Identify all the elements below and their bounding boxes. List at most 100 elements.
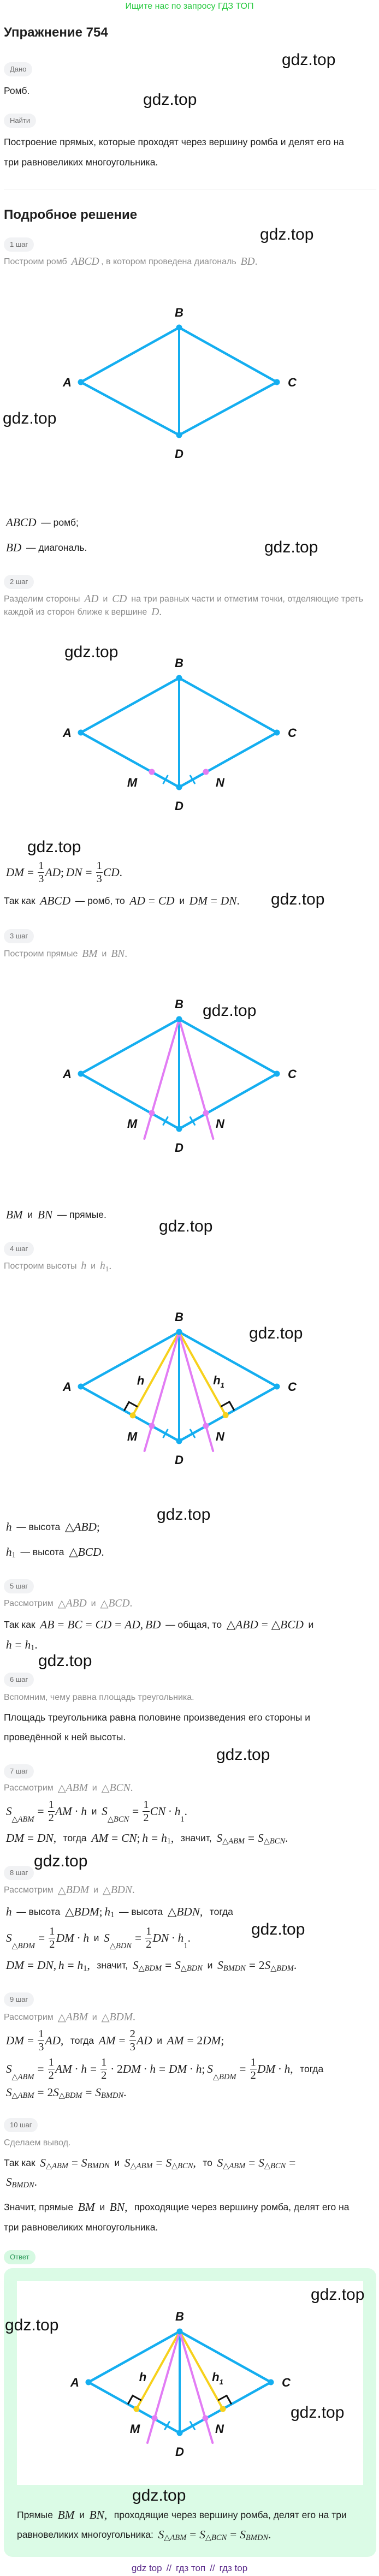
side-da bbox=[79, 1385, 181, 1443]
math-symbol: D bbox=[98, 2161, 105, 2170]
label-c: C bbox=[288, 376, 297, 389]
text-run: Так как bbox=[4, 2157, 38, 2168]
text-run: — высота bbox=[14, 1521, 63, 1532]
height-h1 bbox=[178, 1331, 227, 1417]
math-symbol: . bbox=[254, 256, 258, 267]
watermark: gdz.top bbox=[216, 1746, 270, 1764]
side-bc bbox=[177, 326, 279, 384]
math-symbol: S bbox=[217, 1958, 223, 1972]
math-symbol: 1 bbox=[31, 1643, 35, 1652]
math-symbol: M bbox=[14, 1831, 25, 1845]
math-symbol: N bbox=[157, 1804, 166, 1818]
math-symbol: △ bbox=[263, 1836, 270, 1846]
math-symbol: △ bbox=[11, 2091, 18, 2100]
math-symbol: M bbox=[131, 2062, 141, 2075]
math-symbol: h bbox=[5, 1638, 12, 1651]
footer-link[interactable]: гдз top bbox=[219, 2563, 248, 2573]
right-angle-mark bbox=[217, 2394, 233, 2405]
math-symbol: D bbox=[117, 1884, 125, 1896]
math-symbol: B bbox=[223, 1964, 228, 1973]
point-b bbox=[176, 1016, 182, 1022]
watermark: gdz.top bbox=[159, 1217, 213, 1235]
math-symbol: N bbox=[28, 2180, 34, 2190]
math-symbol: M bbox=[228, 1964, 235, 1973]
math-symbol: 2 bbox=[250, 2069, 256, 2081]
math-symbol: B bbox=[78, 256, 85, 267]
math-symbol: C bbox=[116, 1782, 123, 1794]
math-symbol: C bbox=[118, 1814, 124, 1824]
math-symbol: N bbox=[45, 1831, 54, 1845]
line-bn bbox=[178, 1018, 215, 1140]
height-label-h: h bbox=[137, 1373, 144, 1387]
search-banner[interactable]: Ищите нас по запросу ГДЗ ТОП bbox=[125, 2, 254, 11]
math-symbol: D bbox=[119, 593, 127, 605]
math-symbol: D bbox=[28, 515, 37, 529]
find-text-line: три равновеликих многоугольника. bbox=[4, 156, 158, 168]
subscript: 1 bbox=[110, 1911, 114, 1920]
math-symbol: , bbox=[199, 1905, 203, 1918]
math-symbol: S bbox=[216, 1831, 223, 1845]
subscript: 1 bbox=[167, 1837, 171, 1846]
math-symbol: h bbox=[196, 2062, 202, 2075]
math-symbol: D bbox=[247, 256, 255, 267]
math-symbol: = bbox=[119, 2033, 126, 2047]
subscript: 1 bbox=[12, 1551, 16, 1560]
math-symbol: 1 bbox=[146, 1925, 152, 1938]
footer-link[interactable]: гдз топ bbox=[176, 2563, 206, 2573]
math-symbol: A bbox=[17, 2091, 23, 2100]
text-run: Разделим стороны bbox=[4, 594, 82, 604]
label-m: M bbox=[127, 1430, 138, 1443]
math-symbol: B bbox=[144, 1964, 150, 1973]
math-symbol: D bbox=[223, 2072, 230, 2081]
math-symbol: . bbox=[293, 1958, 297, 1972]
label-a: A bbox=[62, 1067, 72, 1081]
text-run: и bbox=[305, 1619, 314, 1630]
math-symbol: = bbox=[159, 2062, 166, 2075]
denominator: 2 bbox=[251, 2069, 256, 2081]
math-symbol: = bbox=[156, 2156, 163, 2169]
math-symbol: , bbox=[125, 2200, 128, 2214]
math-symbol: C bbox=[216, 2533, 222, 2542]
math-symbol: 2 bbox=[129, 2028, 135, 2040]
side-bc bbox=[177, 676, 279, 734]
math-symbol: M bbox=[89, 1905, 99, 1918]
math-symbol: ; bbox=[137, 1831, 140, 1845]
right-angle-mark bbox=[123, 1401, 138, 1411]
math-symbol: A bbox=[170, 2533, 175, 2542]
math-symbol: 1 bbox=[110, 1910, 115, 1919]
math-symbol: M bbox=[27, 2072, 34, 2081]
math-symbol: S bbox=[124, 2156, 131, 2169]
math-symbol: S bbox=[102, 1804, 108, 1818]
math-symbol: B bbox=[109, 2200, 117, 2214]
footer-link[interactable]: gdz top bbox=[131, 2563, 162, 2573]
math-symbol: M bbox=[62, 2062, 72, 2075]
math-symbol: N bbox=[44, 1207, 53, 1221]
math-symbol: M bbox=[88, 948, 98, 960]
math-symbol: 1 bbox=[105, 1264, 109, 1273]
denominator: 2 bbox=[49, 1812, 54, 1823]
math-symbol: C bbox=[95, 1617, 103, 1631]
watermark: gdz.top bbox=[38, 1652, 92, 1670]
label-b: B bbox=[175, 1310, 183, 1324]
math-symbol: △ bbox=[57, 2012, 66, 2024]
math-symbol: D bbox=[92, 1545, 102, 1558]
point-c bbox=[274, 379, 280, 385]
subscript: 1 bbox=[31, 1644, 34, 1653]
math-symbol: C bbox=[20, 515, 28, 529]
point-a bbox=[78, 1383, 84, 1390]
math-symbol: D bbox=[151, 606, 159, 618]
numerator: 2 bbox=[129, 2028, 136, 2041]
